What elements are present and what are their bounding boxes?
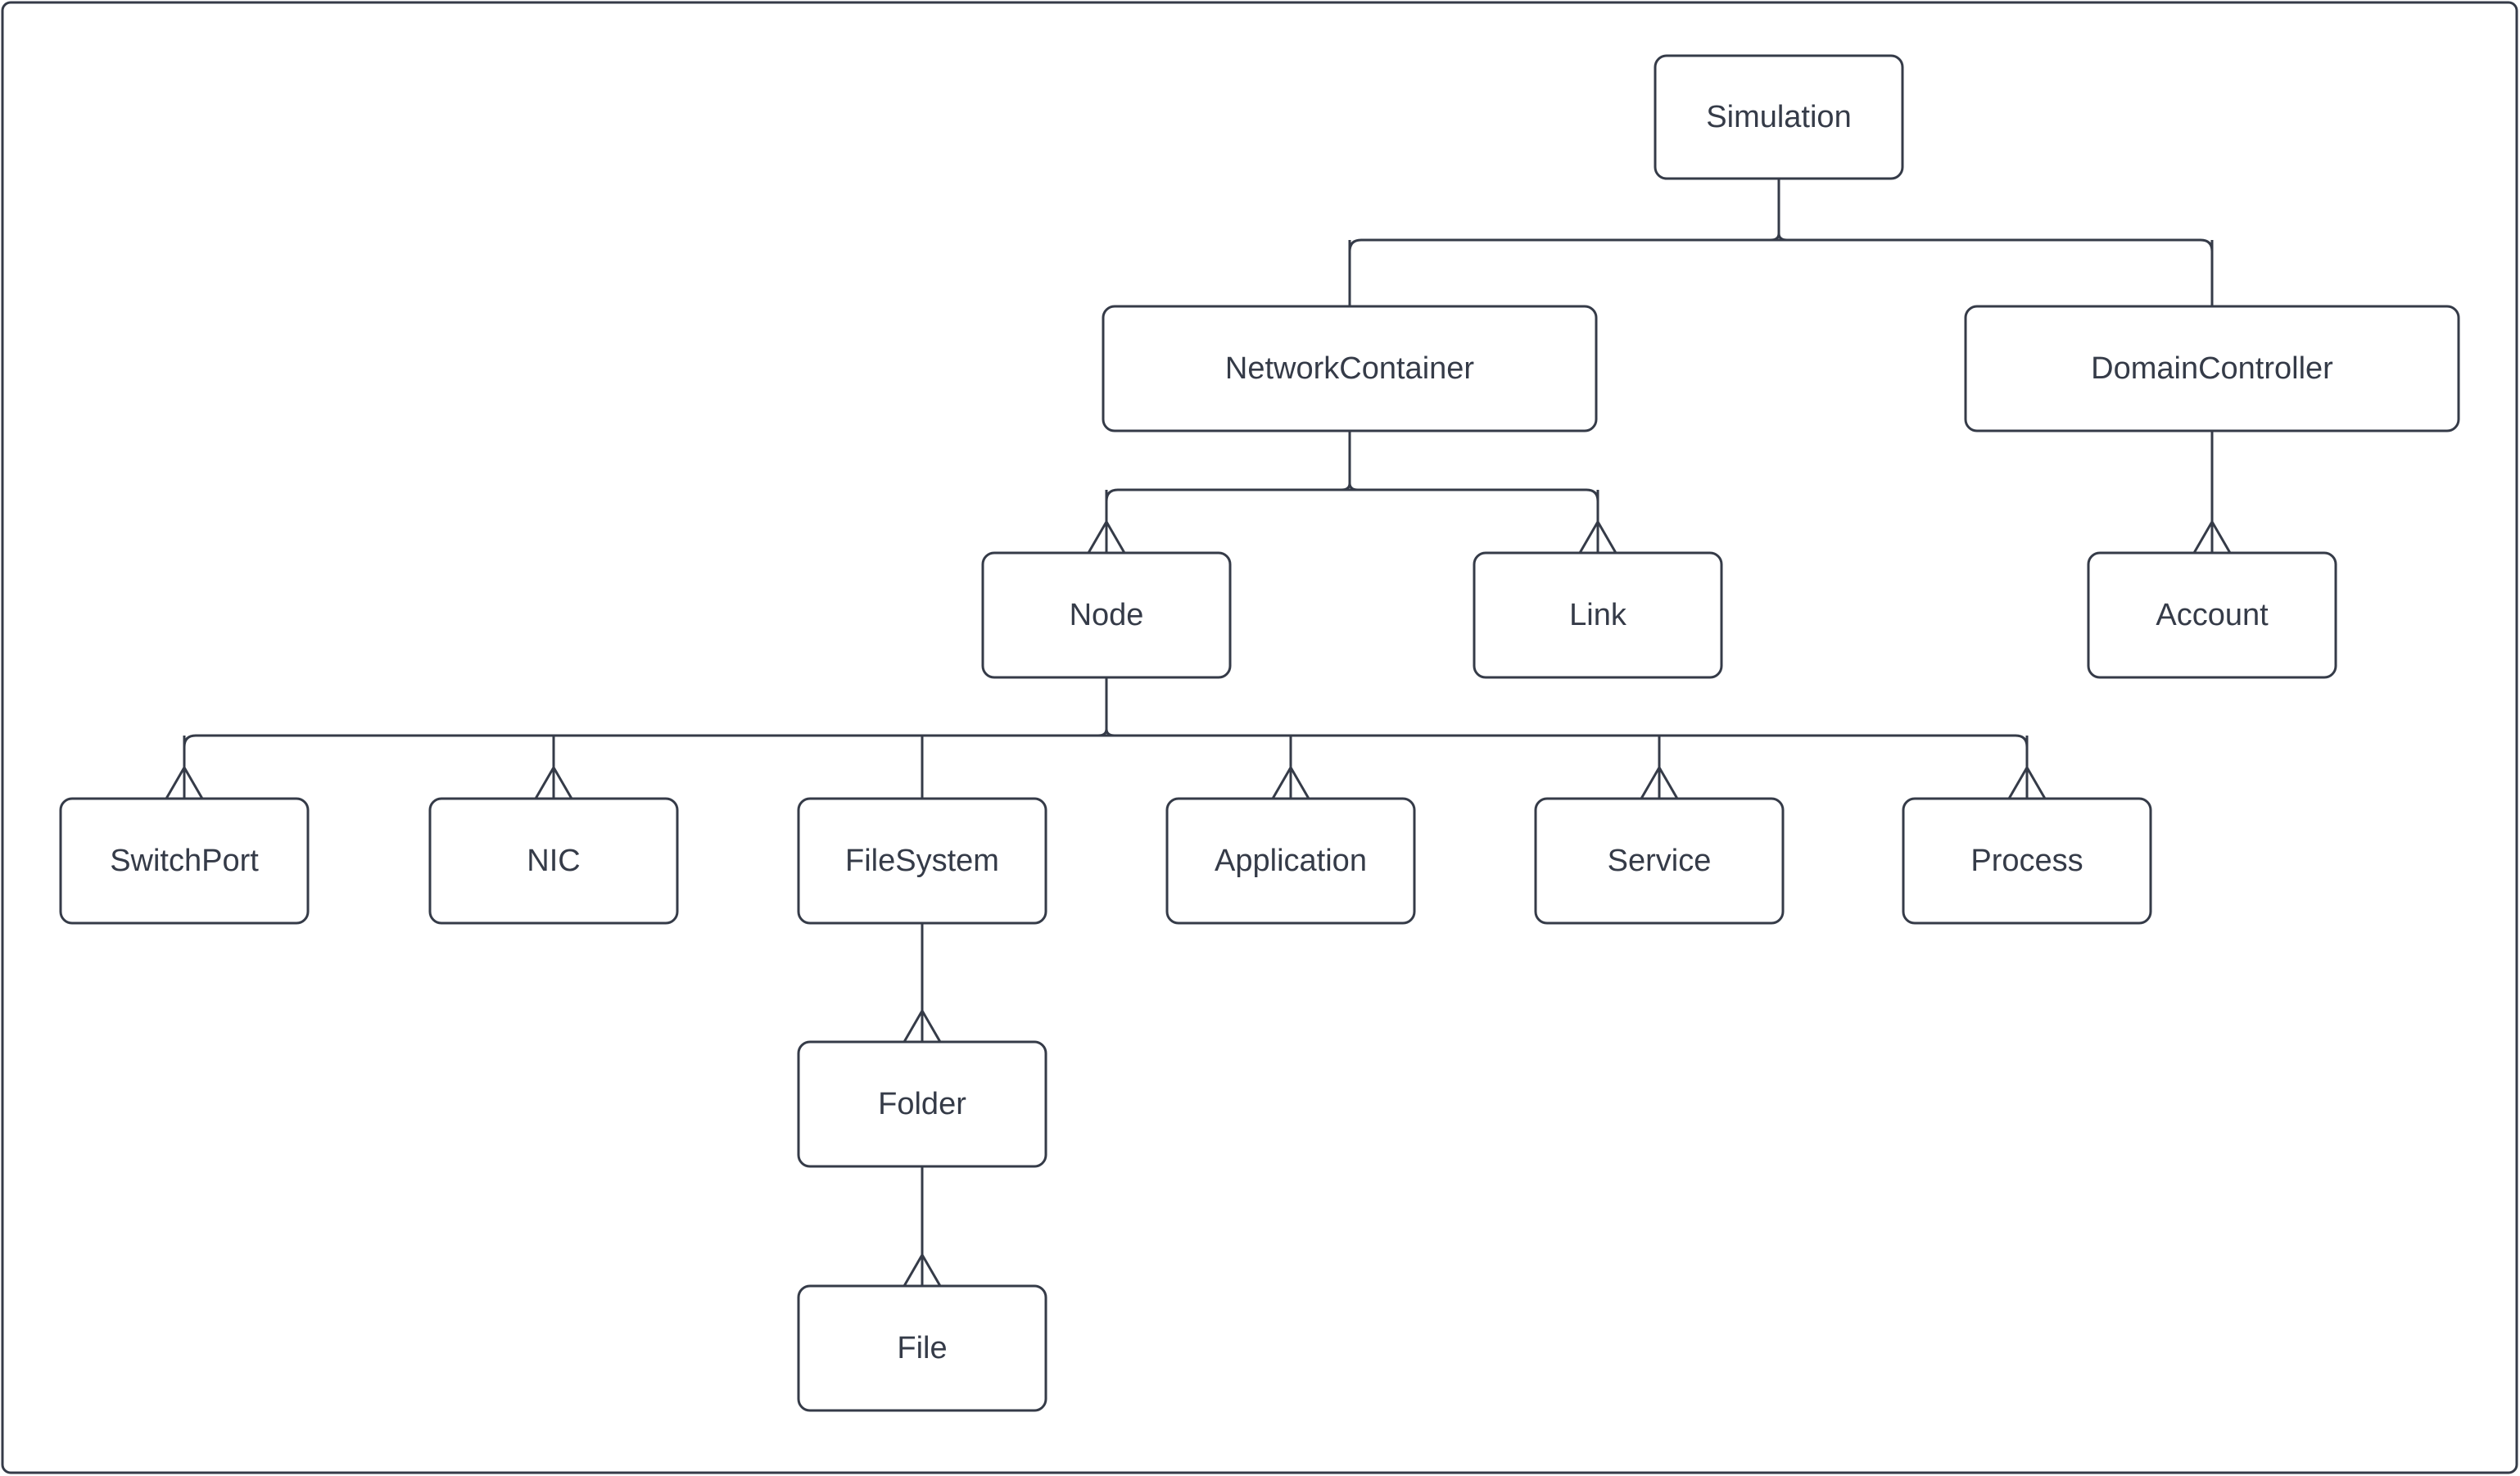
class-box-domaincontroller[interactable]: DomainController (1964, 305, 2460, 432)
arrowhead-service (1640, 765, 1679, 799)
class-box-label: Process (1970, 844, 2083, 878)
class-box-rect (1964, 305, 2460, 432)
arrowhead-nic (534, 765, 573, 799)
class-box-folder[interactable]: Folder (797, 1040, 1047, 1168)
trunk-networkcontainer (1341, 431, 1359, 491)
trunk-node (1097, 677, 1115, 737)
class-box-rect (59, 797, 310, 925)
trunk-simulation (1770, 179, 1788, 242)
arrowhead-file (903, 1252, 942, 1287)
class-box-label: Account (2156, 598, 2269, 632)
class-box-node[interactable]: Node (981, 551, 1232, 679)
bus-node (183, 734, 2029, 768)
class-box-rect (797, 797, 1047, 925)
class-box-label: NIC (527, 844, 580, 878)
class-box-label: Folder (878, 1087, 966, 1121)
bus-networkcontainer (1105, 488, 1599, 523)
arrowhead-switchport (165, 765, 204, 799)
class-box-label: FileSystem (845, 844, 999, 878)
class-box-switchport[interactable]: SwitchPort (59, 797, 310, 925)
class-box-label: Simulation (1706, 100, 1851, 134)
class-box-process[interactable]: Process (1902, 797, 2152, 925)
class-box-nic[interactable]: NIC (428, 797, 679, 925)
class-box-service[interactable]: Service (1534, 797, 1785, 925)
class-box-simulation[interactable]: Simulation (1654, 54, 1904, 180)
class-box-label: SwitchPort (110, 844, 259, 878)
arrowhead-account (2192, 519, 2232, 554)
edge-layer (165, 179, 2232, 1287)
class-box-rect (1473, 551, 1723, 679)
class-box-account[interactable]: Account (2087, 551, 2337, 679)
class-box-label: Service (1608, 844, 1712, 878)
class-box-application[interactable]: Application (1165, 797, 1416, 925)
bus-simulation (1348, 238, 2214, 273)
class-box-rect (1654, 54, 1904, 180)
arrowhead-application (1271, 765, 1310, 799)
arrowhead-folder (903, 1008, 942, 1043)
class-box-label: File (897, 1331, 947, 1365)
class-box-rect (2087, 551, 2337, 679)
class-box-rect (428, 797, 679, 925)
class-box-label: Application (1215, 844, 1367, 878)
class-box-rect (1102, 305, 1598, 432)
arrowhead-process (2007, 765, 2047, 799)
class-box-networkcontainer[interactable]: NetworkContainer (1102, 305, 1598, 432)
class-box-rect (1902, 797, 2152, 925)
class-box-label: Link (1569, 598, 1627, 632)
class-box-rect (1534, 797, 1785, 925)
arrowhead-link (1578, 519, 1617, 554)
class-box-file[interactable]: File (797, 1284, 1047, 1412)
class-box-filesystem[interactable]: FileSystem (797, 797, 1047, 925)
class-box-label: DomainController (2091, 351, 2333, 386)
class-box-label: NetworkContainer (1225, 351, 1474, 386)
class-box-label: Node (1070, 598, 1144, 632)
class-box-rect (797, 1284, 1047, 1412)
class-box-rect (1165, 797, 1416, 925)
arrowhead-node (1087, 519, 1126, 554)
class-box-rect (797, 1040, 1047, 1168)
class-box-link[interactable]: Link (1473, 551, 1723, 679)
class-box-rect (981, 551, 1232, 679)
